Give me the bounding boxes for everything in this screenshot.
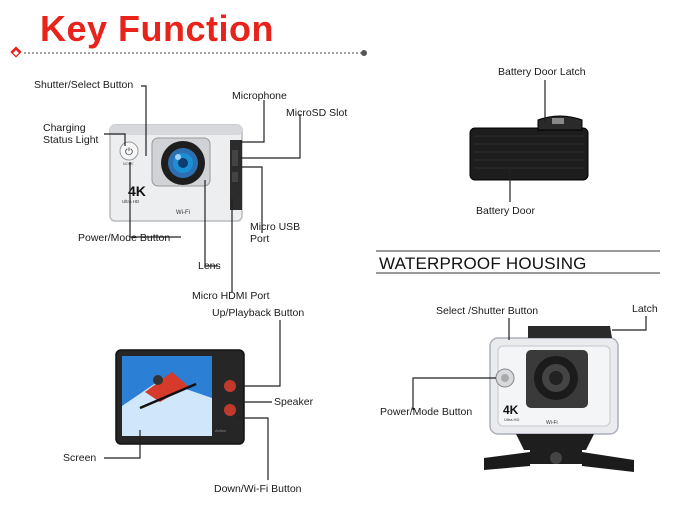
label-charging-status-light: Charging Status Light [43, 122, 99, 146]
label-housing-select-shutter-button: Select /Shutter Button [436, 305, 539, 317]
label-housing-latch: Latch [632, 303, 658, 315]
label-up-playback-button: Up/Playback Button [212, 307, 305, 319]
label-housing-power-mode-button: Power/Mode Button [380, 406, 473, 418]
label-microsd-slot: MicroSD Slot [286, 107, 348, 119]
header-divider [10, 46, 367, 58]
label-micro-usb-port: Micro USB Port [250, 221, 301, 245]
housing-leaders [412, 316, 647, 410]
page-title: Key Function [40, 8, 275, 49]
front-camera-leaders [104, 85, 301, 292]
svg-text:Action: Action [215, 428, 226, 433]
label-battery-door-latch: Battery Door Latch [498, 66, 586, 78]
label-lens: Lens [198, 260, 221, 272]
back-camera-leaders [104, 320, 281, 480]
label-speaker: Speaker [274, 396, 314, 408]
label-shutter-select-button: Shutter/Select Button [34, 79, 134, 91]
front-camera-model-sub: Ultra HD [122, 199, 140, 204]
battery-door-view [469, 115, 589, 181]
front-camera-wifi: Wi-Fi [176, 210, 190, 216]
front-camera: ⏻ [109, 124, 243, 222]
section-waterproof-housing: WATERPROOF HOUSING [379, 254, 587, 273]
svg-text:Wi-Fi: Wi-Fi [546, 420, 558, 426]
label-battery-door: Battery Door [476, 205, 535, 217]
waterproof-housing: 4K Ultra HD Wi-Fi [484, 326, 634, 472]
svg-text:Ultra HD: Ultra HD [504, 417, 519, 422]
label-micro-hdmi-port: Micro HDMI Port [192, 290, 270, 302]
label-down-wifi-button: Down/Wi-Fi Button [214, 483, 302, 495]
front-camera-model: 4K [128, 183, 146, 199]
label-microphone: Microphone [232, 90, 287, 102]
svg-text:4K: 4K [503, 403, 519, 417]
svg-text:⏻: ⏻ [125, 147, 133, 158]
front-camera-power-sub: MODE [123, 162, 134, 166]
label-power-mode-button: Power/Mode Button [78, 232, 171, 244]
battery-leaders [509, 80, 546, 202]
back-camera: Action [115, 349, 245, 445]
label-screen: Screen [63, 452, 97, 464]
